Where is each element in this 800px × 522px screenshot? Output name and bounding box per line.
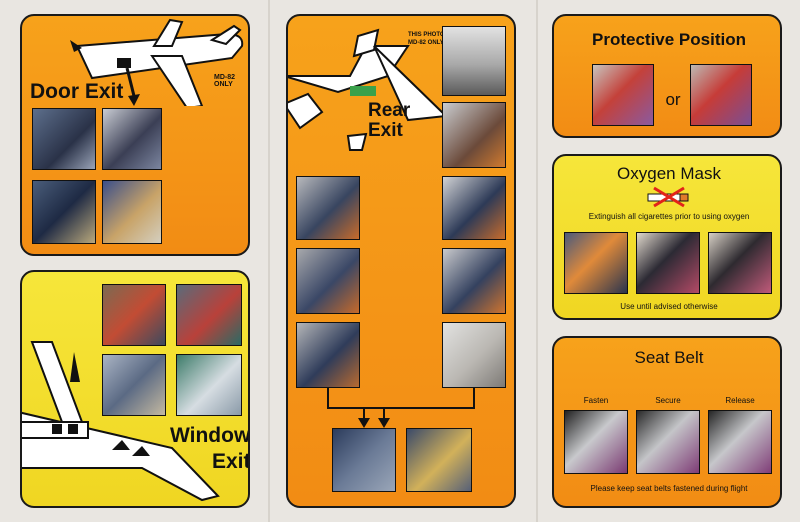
door-exit-title: Door Exit bbox=[30, 80, 124, 103]
oxygen-photo-2 bbox=[636, 232, 700, 294]
rear-photo-stairs-1 bbox=[332, 428, 396, 492]
rear-exit-panel: Rear Exit THIS PHOTO MD-82 ONLY bbox=[286, 14, 516, 508]
seat-belt-panel: Seat Belt Fasten Secure Release Please k… bbox=[552, 336, 782, 508]
door-photo-3 bbox=[32, 180, 96, 244]
seatbelt-title: Seat Belt bbox=[634, 348, 704, 367]
door-photo-2 bbox=[102, 108, 162, 170]
window-photo-4 bbox=[176, 354, 242, 416]
seatbelt-photo-release bbox=[708, 410, 772, 474]
window-photo-3 bbox=[102, 354, 166, 416]
rear-photo-right-3 bbox=[442, 248, 506, 314]
rear-photo-left-3 bbox=[296, 322, 360, 388]
rear-photo-left-2 bbox=[296, 248, 360, 314]
oxygen-photo-1 bbox=[564, 232, 628, 294]
rear-photo-tail-door bbox=[442, 26, 506, 96]
oxygen-caption: Use until advised otherwise bbox=[620, 302, 718, 311]
rear-photo-right-1 bbox=[442, 102, 506, 168]
door-photo-4 bbox=[102, 180, 162, 244]
protective-position-panel: Protective Position or bbox=[552, 14, 782, 138]
no-smoking-icon bbox=[647, 186, 689, 208]
rear-exit-photo-note-line1: THIS PHOTO bbox=[408, 32, 445, 38]
door-exit-note: MD-82 ONLY bbox=[214, 74, 236, 88]
oxygen-mask-panel: Oxygen Mask Extinguish all cigarettes pr… bbox=[552, 154, 782, 320]
protective-photo-1 bbox=[592, 64, 654, 126]
door-photo-1 bbox=[32, 108, 96, 170]
protective-or-text: or bbox=[665, 90, 681, 109]
aircraft-wing-illustration bbox=[22, 341, 220, 502]
aircraft-door-illustration bbox=[70, 18, 244, 106]
protective-photo-2 bbox=[690, 64, 752, 126]
window-photo-2 bbox=[176, 284, 242, 346]
seatbelt-label-release: Release bbox=[725, 396, 755, 405]
seatbelt-caption: Please keep seat belts fastened during f… bbox=[590, 484, 748, 493]
rear-exit-title-line2: Exit bbox=[368, 120, 403, 141]
seatbelt-label-secure: Secure bbox=[655, 396, 681, 405]
oxygen-photo-3 bbox=[708, 232, 772, 294]
fold-line-right bbox=[536, 0, 538, 522]
protective-title: Protective Position bbox=[592, 30, 746, 49]
seatbelt-photo-secure bbox=[636, 410, 700, 474]
rear-photo-right-2 bbox=[442, 176, 506, 240]
aircraft-tail-illustration bbox=[288, 28, 449, 151]
window-exit-title-line1: Window bbox=[170, 424, 250, 447]
rear-exit-flow-arrows bbox=[327, 388, 475, 428]
fold-line-left bbox=[268, 0, 270, 522]
rear-exit-photo-note-line2: MD-82 ONLY bbox=[408, 40, 444, 46]
rear-photo-stairs-2 bbox=[406, 428, 472, 492]
rear-photo-right-4 bbox=[442, 322, 506, 388]
rear-photo-left-1 bbox=[296, 176, 360, 240]
window-photo-1 bbox=[102, 284, 166, 346]
door-exit-panel: Door Exit MD-82 ONLY bbox=[20, 14, 250, 256]
rear-exit-title-line1: Rear bbox=[368, 100, 411, 121]
window-exit-panel: Window Exit bbox=[20, 270, 250, 508]
oxygen-instruction: Extinguish all cigarettes prior to using… bbox=[588, 212, 750, 221]
window-exit-title-line2: Exit bbox=[212, 450, 250, 473]
oxygen-title: Oxygen Mask bbox=[617, 164, 721, 183]
seatbelt-photo-fasten bbox=[564, 410, 628, 474]
seatbelt-label-fasten: Fasten bbox=[583, 396, 609, 405]
